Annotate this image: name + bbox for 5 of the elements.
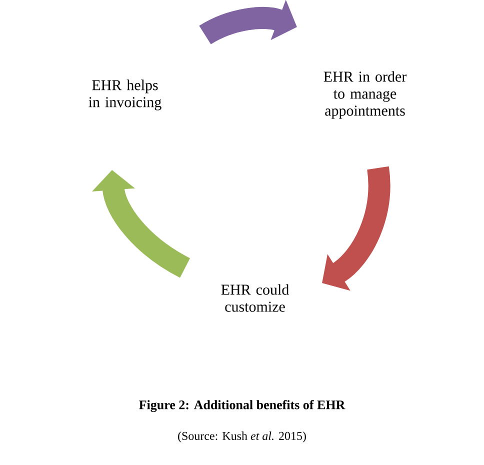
node-text: EHR in order to manage appointments: [324, 71, 407, 119]
node-text: EHR helps in invoicing: [88, 80, 162, 110]
source-note: (Source: Kush et al. 2015): [178, 432, 306, 442]
node-text: EHR could customize: [221, 284, 289, 312]
caption: Figure 2: Additional benefits of EHR: [139, 400, 346, 412]
